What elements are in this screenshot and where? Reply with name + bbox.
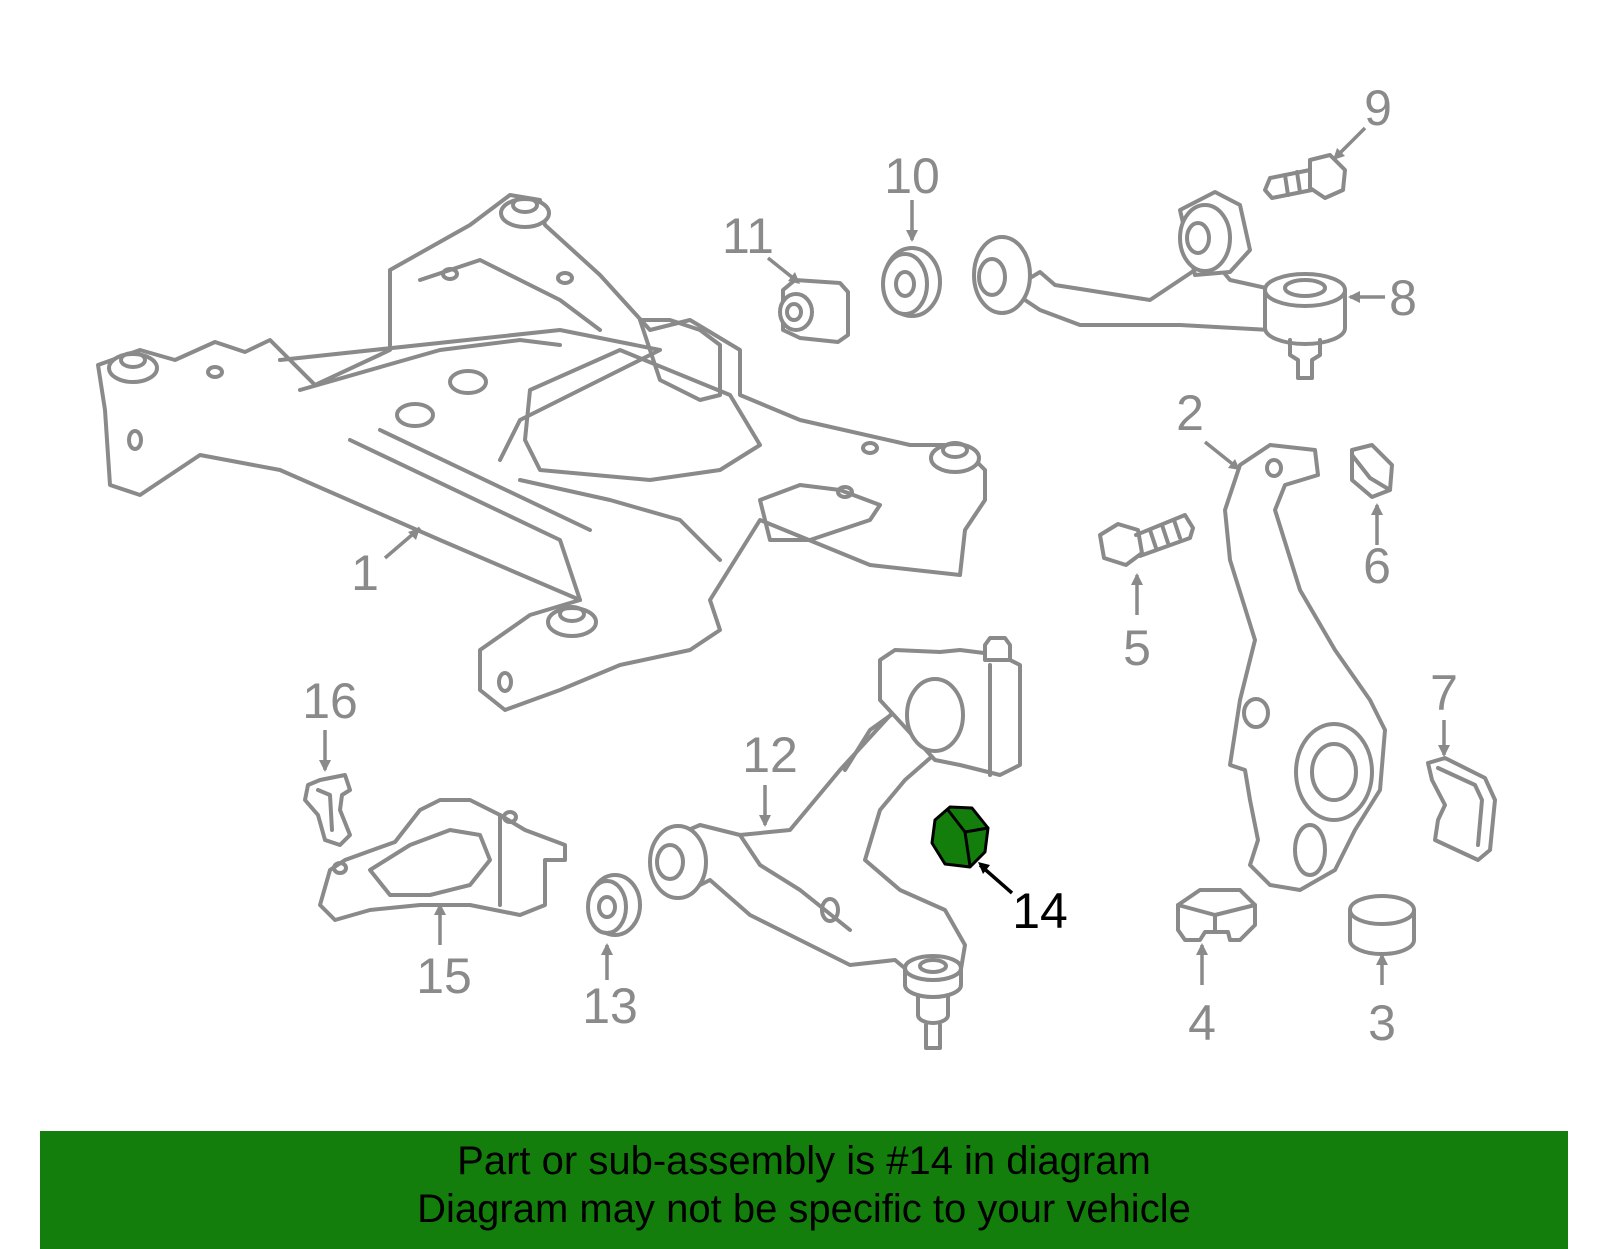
part-2-steering-knuckle[interactable] <box>1223 443 1387 892</box>
part-11-bracket[interactable] <box>778 278 850 344</box>
callout-2: 2 <box>1176 385 1204 441</box>
callout-4: 4 <box>1188 995 1216 1051</box>
callout-1: 1 <box>351 545 379 601</box>
part-5-bolt[interactable] <box>1098 513 1195 567</box>
part-6-nut[interactable] <box>1350 443 1394 499</box>
part-8-upper-control-arm[interactable] <box>972 190 1347 380</box>
callout-7: 7 <box>1430 665 1458 721</box>
callout-15: 15 <box>416 948 472 1004</box>
part-10-bushing[interactable] <box>881 246 942 318</box>
part-1-subframe[interactable] <box>96 193 987 712</box>
callout-leaders <box>319 126 1450 985</box>
footer-disclaimer: Diagram may not be specific to your vehi… <box>417 1187 1191 1231</box>
callout-5: 5 <box>1123 620 1151 676</box>
callout-13: 13 <box>582 978 638 1034</box>
callout-12: 12 <box>742 727 798 783</box>
part-14-nut-highlighted[interactable] <box>930 805 990 869</box>
callout-14: 14 <box>1012 883 1068 939</box>
callout-16: 16 <box>302 673 358 729</box>
footer-part-note: Part or sub-assembly is #14 in diagram <box>457 1139 1151 1183</box>
callout-11: 11 <box>722 208 774 264</box>
part-13-bushing[interactable] <box>586 873 642 937</box>
callout-10: 10 <box>884 148 940 204</box>
callout-8: 8 <box>1389 270 1417 326</box>
part-3-cap[interactable] <box>1348 894 1416 956</box>
footer-banner: Part or sub-assembly is #14 in diagram D… <box>40 1131 1568 1249</box>
part-15-splash-shield[interactable] <box>318 798 567 922</box>
callout-labels: 1 2 3 4 5 6 7 8 9 10 11 12 13 14 15 16 <box>302 80 1458 1051</box>
callout-3: 3 <box>1368 995 1396 1051</box>
part-4-nut-cap[interactable] <box>1176 888 1257 942</box>
callout-6: 6 <box>1363 538 1391 594</box>
part-9-bolt[interactable] <box>1263 153 1347 200</box>
part-12-lower-control-arm[interactable] <box>648 636 1022 1050</box>
part-16-clip[interactable] <box>303 773 352 847</box>
part-7-shield[interactable] <box>1426 756 1497 862</box>
callout-9: 9 <box>1364 80 1392 136</box>
